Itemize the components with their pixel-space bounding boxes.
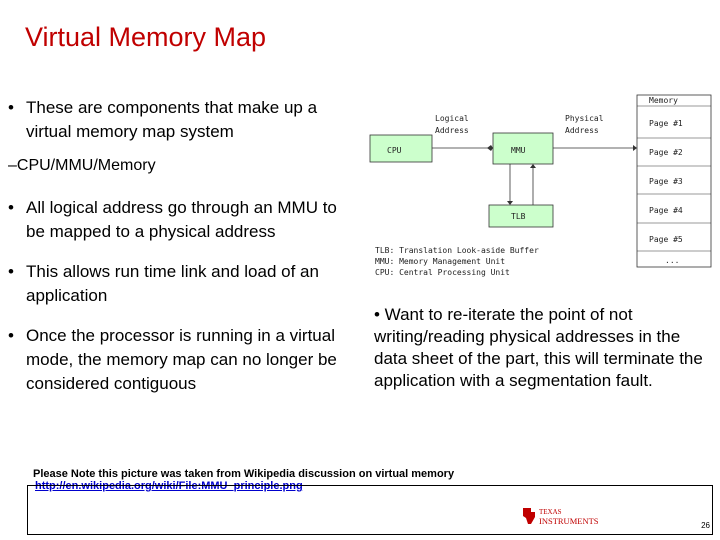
bullet-mmu-mapping: All logical address go through an MMU to… [8,196,338,244]
footer-box [27,485,713,535]
credit-text: Please Note this picture was taken from … [33,468,455,480]
mmu-diagram: CPU MMU TLB Logical Address Physical Add… [369,94,712,277]
memory-page-2: Page #2 [649,148,683,157]
bullet-components: These are components that make up a virt… [8,96,338,144]
bullet-list: These are components that make up a virt… [8,96,338,396]
physical-address-label-2: Address [565,126,599,135]
cpu-label: CPU [387,146,402,155]
bullet-not-contiguous: Once the processor is running in a virtu… [8,324,338,396]
wikipedia-link[interactable]: http://en.wikipedia.org/wiki/File:MMU_pr… [35,480,303,492]
credit-block: Please Note this picture was taken from … [33,468,454,492]
texas-state-icon [523,508,535,524]
cpu-box [369,134,433,163]
memory-page-3: Page #3 [649,177,683,186]
physical-address-label-1: Physical [565,114,604,123]
memory-page-more: ... [665,256,679,265]
mmu-label: MMU [511,146,526,155]
legend-cpu: CPU: Central Processing Unit [375,268,510,277]
logical-address-label-2: Address [435,126,469,135]
slide-title: Virtual Memory Map [25,22,267,52]
bullet-sub-components: –CPU/MMU/Memory [8,157,156,174]
memory-page-5: Page #5 [649,235,683,244]
texas-instruments-logo: TEXAS INSTRUMENTS [523,508,599,526]
logical-address-label-1: Logical [435,114,469,123]
mmu-box [492,132,554,165]
tlb-box [488,204,554,228]
tlb-label: TLB [511,212,526,221]
legend-tlb: TLB: Translation Look-aside Buffer [375,246,539,255]
memory-page-1: Page #1 [649,119,683,128]
logo-line-2: INSTRUMENTS [539,516,599,526]
segmentation-fault-note: • Want to re-iterate the point of not wr… [374,305,703,390]
bullet-runtime-link: This allows run time link and load of an… [8,260,338,308]
logo-line-1: TEXAS [539,508,562,516]
memory-page-4: Page #4 [649,206,683,215]
memory-label: Memory [649,96,678,105]
page-number: 26 [701,521,710,530]
legend-mmu: MMU: Memory Management Unit [375,257,505,266]
memory-box [636,94,712,268]
